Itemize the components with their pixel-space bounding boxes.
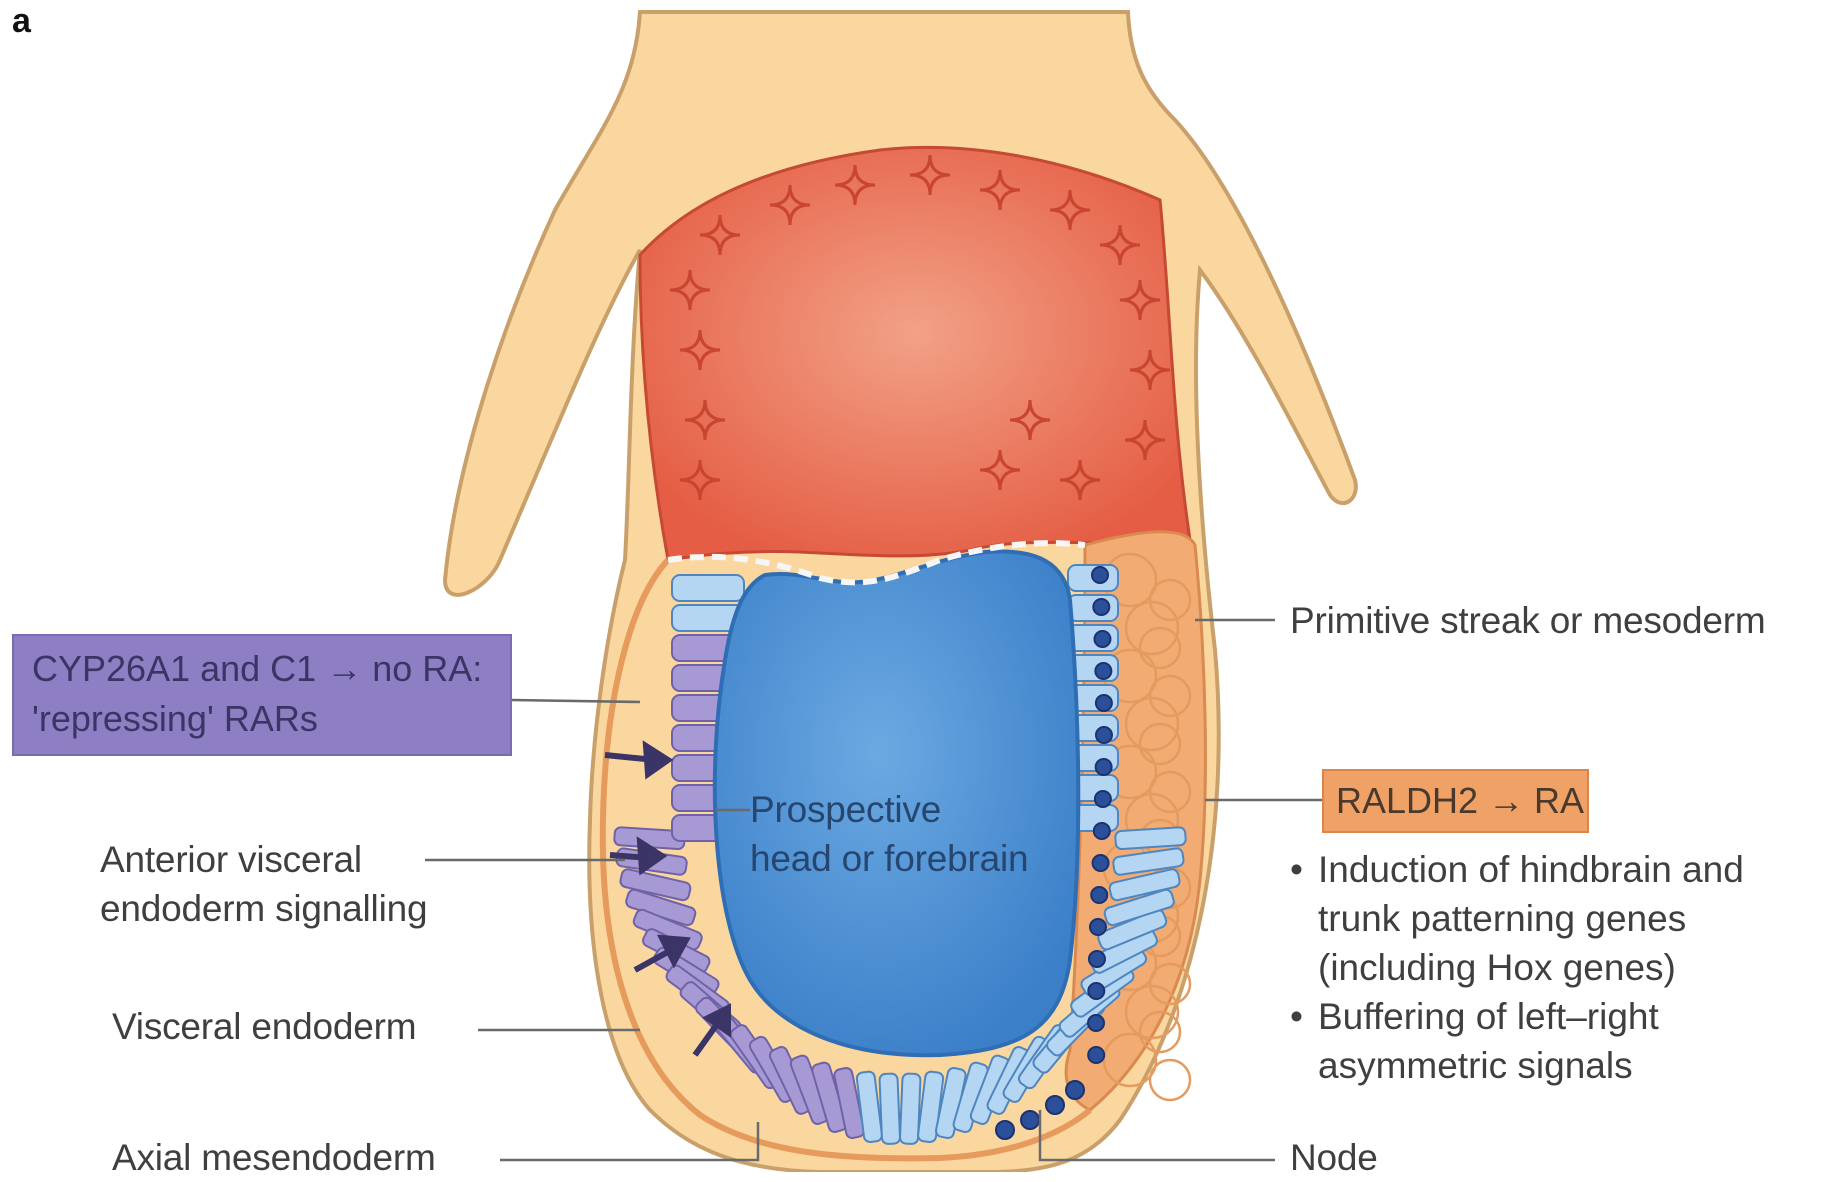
node-cell	[1093, 855, 1109, 871]
node-cell	[1088, 1015, 1104, 1031]
cyp26-line-2: 'repressing' RARs	[32, 694, 492, 744]
node-cell	[1096, 727, 1112, 743]
cyp26-box: CYP26A1 and C1 → no RA: 'repressing' RAR…	[12, 634, 512, 756]
anterior-visceral-label: Anterior visceral endoderm signalling	[100, 835, 427, 933]
primitive-streak-label: Primitive streak or mesoderm	[1290, 596, 1766, 645]
node-cell	[1094, 823, 1110, 839]
node-cell	[1092, 567, 1108, 583]
anterior-visceral-line-2: endoderm signalling	[100, 884, 427, 933]
panel-label: a	[12, 2, 31, 41]
node-cell	[1021, 1111, 1039, 1129]
node-cell	[1088, 983, 1104, 999]
raldh2-effect-item: • Induction of hindbrain and trunk patte…	[1290, 845, 1744, 992]
mesoderm-cell	[1150, 1060, 1190, 1100]
effect-1-line-1: Induction of hindbrain and	[1318, 845, 1744, 894]
effect-1-line-2: trunk patterning genes	[1318, 894, 1744, 943]
extraembryonic-ectoderm	[640, 147, 1190, 560]
raldh2-effect-item: • Buffering of left–right asymmetric sig…	[1290, 992, 1744, 1090]
epiblast-cell	[672, 575, 744, 601]
prospective-label: Prospective head or forebrain	[750, 785, 1028, 883]
node-cell	[1096, 759, 1112, 775]
anterior-visceral-line-1: Anterior visceral	[100, 835, 427, 884]
node-cell	[1089, 951, 1105, 967]
node-label: Node	[1290, 1133, 1378, 1182]
node-cell	[1096, 695, 1112, 711]
epiblast-cell	[879, 1073, 900, 1144]
effect-2-line-1: Buffering of left–right	[1318, 992, 1659, 1041]
raldh2-effects-list: • Induction of hindbrain and trunk patte…	[1290, 845, 1744, 1090]
prospective-line-1: Prospective	[750, 785, 1028, 834]
node-cell	[1046, 1096, 1064, 1114]
node-cell	[1091, 887, 1107, 903]
epiblast-cell	[1115, 827, 1186, 849]
node-cell	[996, 1121, 1014, 1139]
bullet-dot: •	[1290, 845, 1318, 992]
node-cell	[1095, 663, 1111, 679]
node-cell	[1066, 1081, 1084, 1099]
epiblast-cell-body	[879, 1073, 900, 1144]
cyp26-line-1: CYP26A1 and C1 → no RA:	[32, 644, 492, 694]
effect-2-line-2: asymmetric signals	[1318, 1041, 1659, 1090]
node-cell	[1090, 919, 1106, 935]
prospective-line-2: head or forebrain	[750, 834, 1028, 883]
node-cell	[1094, 631, 1110, 647]
axial-mesendoderm-label: Axial mesendoderm	[112, 1133, 436, 1182]
bullet-dot: •	[1290, 992, 1318, 1090]
raldh2-box: RALDH2 → RA	[1322, 769, 1589, 833]
node-cell	[1095, 791, 1111, 807]
effect-1-line-3: (including Hox genes)	[1318, 943, 1744, 992]
node-cell	[1088, 1047, 1104, 1063]
visceral-endoderm-label: Visceral endoderm	[112, 1002, 416, 1051]
epiblast-cell-body	[1115, 827, 1186, 849]
node-cell	[1093, 599, 1109, 615]
